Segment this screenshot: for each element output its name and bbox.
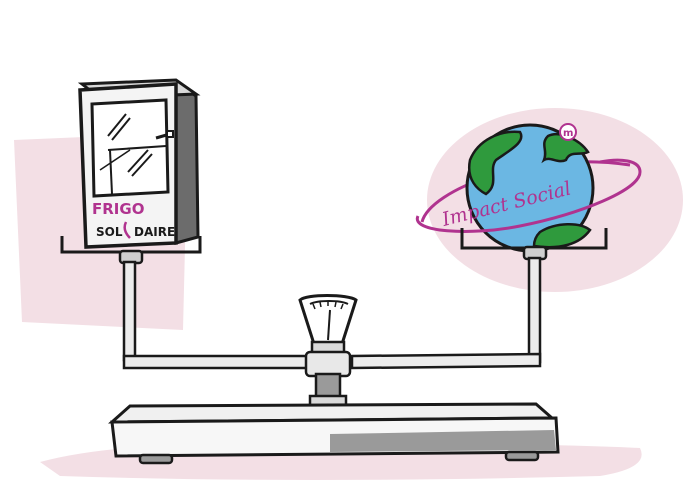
fridge-label-line2-end: DAIRE <box>134 225 175 239</box>
weight-gauge-icon <box>300 296 356 407</box>
fridge-label-line2-start: SOL <box>96 225 123 239</box>
fridge-icon: FRIGO SOL DAIRE <box>80 80 198 247</box>
planet-badge: m <box>563 128 573 139</box>
fridge-label-line1: FRIGO <box>92 200 144 218</box>
